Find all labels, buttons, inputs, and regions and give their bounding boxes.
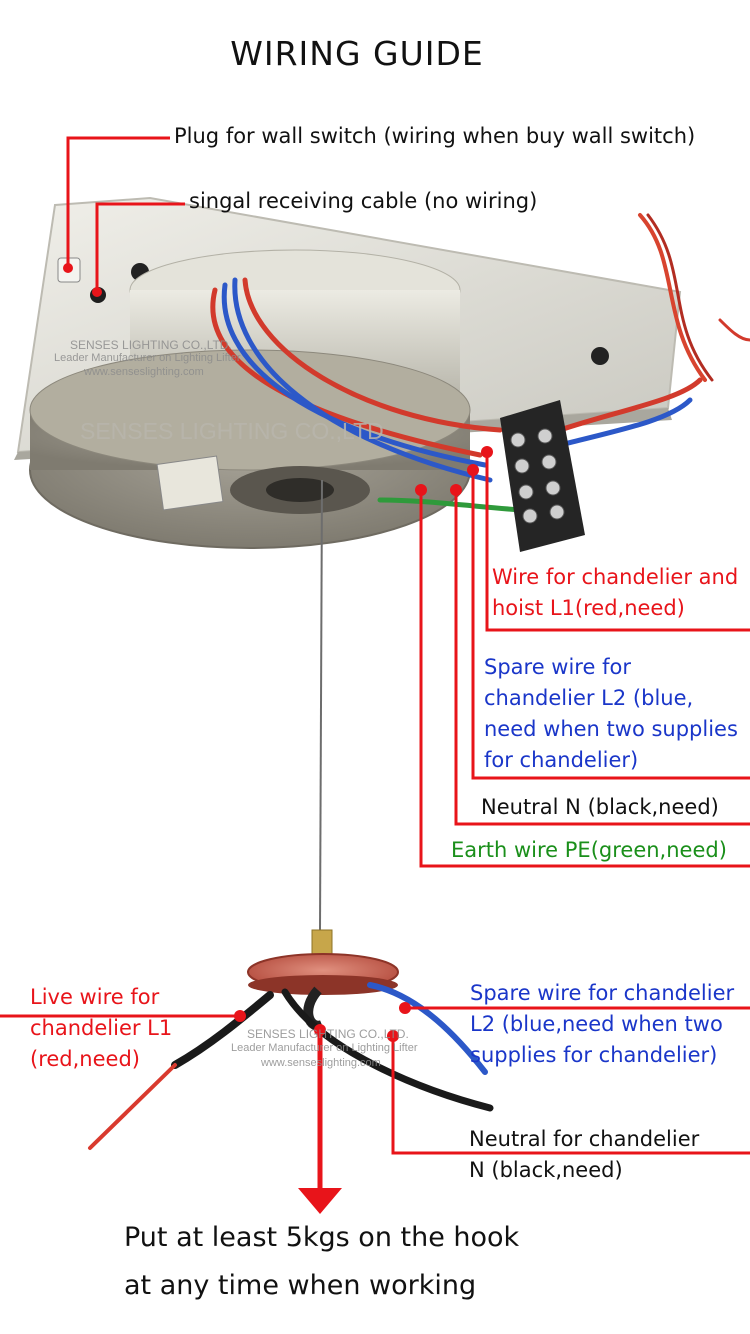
- label-spare-bottom: Spare wire for chandelier L2 (blue,need …: [470, 981, 735, 1067]
- page-title: WIRING GUIDE: [230, 34, 484, 73]
- hook-disk: [247, 929, 399, 1031]
- watermark-company: SENSES LIGHTING CO.,LTD.: [70, 338, 232, 352]
- lifting-cable: [319, 479, 323, 931]
- watermark-tagline-bottom: Leader Manufacturer on Lighting Lifter: [231, 1042, 418, 1054]
- label-live-wire: Live wire for chandelier L1 (red,need): [30, 985, 173, 1071]
- watermark-big: SENSES LIGHTING CO.,LTD: [80, 418, 384, 444]
- lower-wires: [88, 982, 494, 1150]
- weight-note: Put at least 5kgs on the hook at any tim…: [124, 1222, 520, 1301]
- wire-bundle: [210, 213, 750, 513]
- down-arrow-icon: [298, 1188, 342, 1214]
- label-neutral: Neutral N (black,need): [481, 795, 719, 819]
- label-signal-cable: singal receiving cable (no wiring): [189, 189, 538, 213]
- label-wire-l1: Wire for chandelier and hoist L1(red,nee…: [492, 565, 739, 620]
- callout-dots: [63, 263, 493, 1042]
- watermark-tagline: Leader Manufacturer on Lighting Lifter: [54, 352, 241, 364]
- label-wall-switch-plug: Plug for wall switch (wiring when buy wa…: [174, 124, 696, 148]
- callout-lines: [0, 136, 750, 1192]
- label-earth: Earth wire PE(green,need): [451, 838, 727, 862]
- label-spare-l2: Spare wire for chandelier L2 (blue, need…: [484, 655, 738, 772]
- watermark-company-bottom: SENSES LIGHTING CO.,LTD.: [247, 1027, 409, 1041]
- watermark-site: www.senseslighting.com: [84, 366, 204, 378]
- watermark-site-bottom: www.senseslighting.com: [261, 1057, 381, 1069]
- label-neutral-bottom: Neutral for chandelier N (black,need): [469, 1127, 700, 1182]
- terminal-block: [500, 400, 585, 552]
